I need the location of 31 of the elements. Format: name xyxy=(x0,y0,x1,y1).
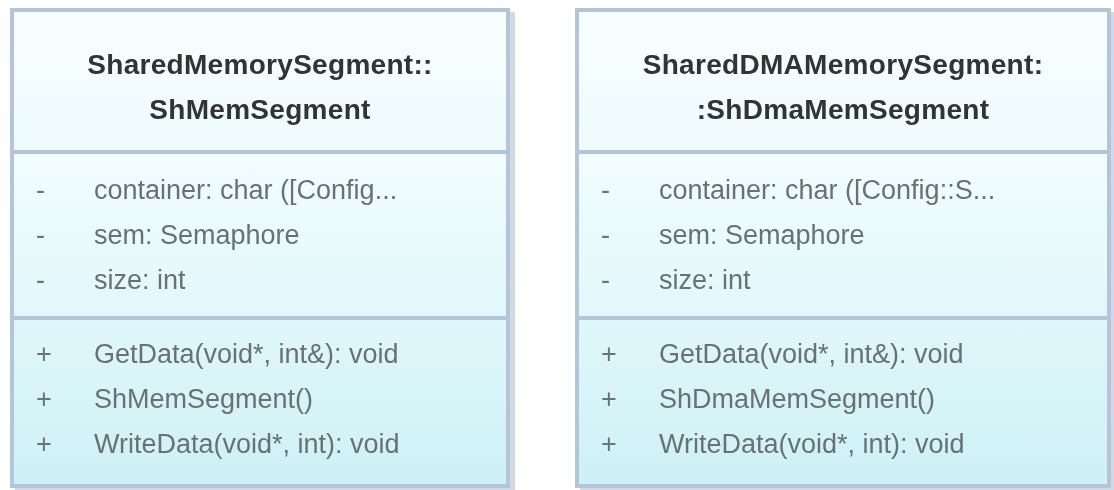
visibility-symbol: - xyxy=(36,219,45,252)
visibility-symbol: + xyxy=(36,428,52,461)
operation-text: ShMemSegment() xyxy=(94,383,314,416)
attributes-compartment xyxy=(14,150,506,316)
operations-compartment xyxy=(579,316,1107,484)
attributes-compartment xyxy=(579,150,1107,316)
attribute-text: container: char ([Config::S... xyxy=(659,174,996,207)
class-name: SharedDMAMemorySegment: :ShDmaMemSegment xyxy=(579,12,1107,150)
attribute-text: sem: Semaphore xyxy=(94,219,300,252)
visibility-symbol: - xyxy=(601,219,610,252)
visibility-symbol: - xyxy=(36,174,45,207)
visibility-symbol: + xyxy=(601,428,617,461)
attribute-text: size: int xyxy=(94,264,186,297)
operation-text: ShDmaMemSegment() xyxy=(659,383,936,416)
operation-text: GetData(void*, int&): void xyxy=(94,338,399,371)
visibility-symbol: + xyxy=(601,383,617,416)
visibility-symbol: + xyxy=(36,383,52,416)
operation-text: GetData(void*, int&): void xyxy=(659,338,964,371)
attribute-text: sem: Semaphore xyxy=(659,219,865,252)
class-name: SharedMemorySegment:: ShMemSegment xyxy=(14,12,506,150)
operation-text: WriteData(void*, int): void xyxy=(94,428,400,461)
operations-compartment xyxy=(14,316,506,484)
visibility-symbol: - xyxy=(601,174,610,207)
attribute-text: container: char ([Config... xyxy=(94,174,398,207)
operation-text: WriteData(void*, int): void xyxy=(659,428,965,461)
attribute-text: size: int xyxy=(659,264,751,297)
visibility-symbol: + xyxy=(36,338,52,371)
visibility-symbol: + xyxy=(601,338,617,371)
visibility-symbol: - xyxy=(601,264,610,297)
visibility-symbol: - xyxy=(36,264,45,297)
class-box xyxy=(575,8,1111,488)
